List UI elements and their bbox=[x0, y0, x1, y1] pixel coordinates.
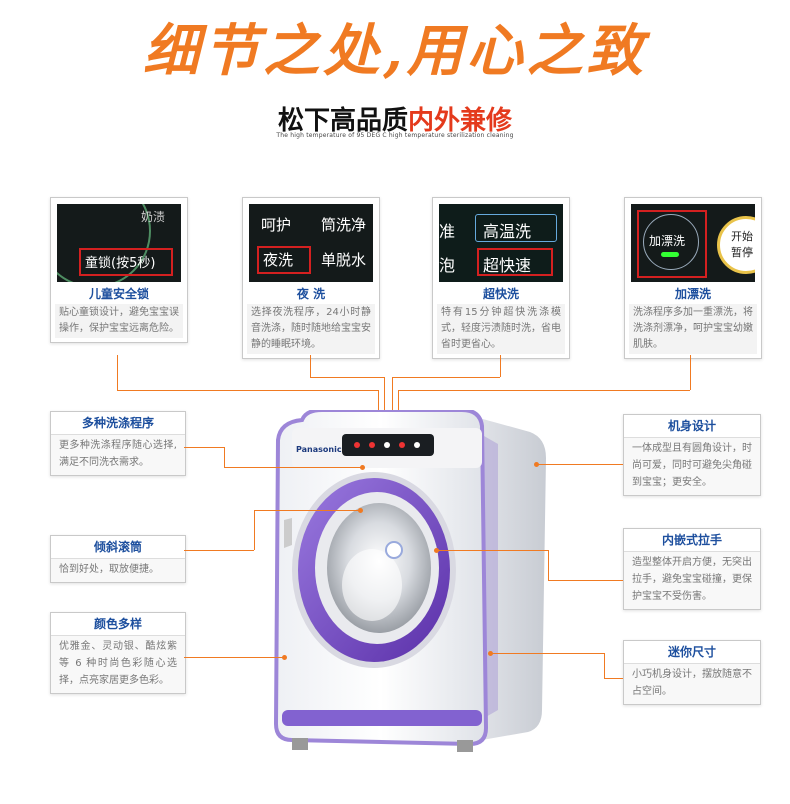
feature-card-extra-rinse: 加漂洗 开始 暂停 加漂洗 洗涤程序多加一重漂洗，将洗涤剂漂净，呵护宝宝幼嫩肌肤… bbox=[624, 197, 762, 359]
label-desc: 恰到好处，取放便捷。 bbox=[51, 559, 185, 582]
thumb-text: 暂停 bbox=[731, 246, 753, 259]
label-desc: 造型整体开启方便，无突出拉手，避免宝宝碰撞，更保护宝宝不受伤害。 bbox=[624, 552, 760, 609]
label-embedded-handle: 内嵌式拉手 造型整体开启方便，无突出拉手，避免宝宝碰撞，更保护宝宝不受伤害。 bbox=[623, 528, 761, 610]
label-colors: 颜色多样 优雅金、灵动银、酷炫紫等 6 种时尚色彩随心选择，点亮家居更多色彩。 bbox=[50, 612, 186, 694]
thumb-text: 筒洗净 bbox=[321, 216, 367, 234]
thumb-text: 童锁(按5秒) bbox=[85, 256, 156, 271]
thumb-text: 单脱水 bbox=[321, 251, 367, 269]
label-desc: 优雅金、灵动银、酷炫紫等 6 种时尚色彩随心选择，点亮家居更多色彩。 bbox=[51, 636, 185, 693]
washing-machine-image: Panasonic bbox=[273, 410, 546, 752]
label-title: 倾斜滚筒 bbox=[51, 536, 185, 559]
thumb-text: 呵护 bbox=[261, 216, 292, 234]
quick-wash-photo: 准 高温洗 泡 超快速 bbox=[439, 204, 563, 282]
thumb-text: 奶渍 bbox=[141, 210, 166, 224]
card-desc: 洗涤程序多加一重漂洗，将洗涤剂漂净，呵护宝宝幼嫩肌肤。 bbox=[629, 304, 757, 354]
label-desc: 更多种洗涤程序随心选择,满足不同洗衣需求。 bbox=[51, 435, 185, 475]
brand-logo: Panasonic bbox=[296, 445, 342, 454]
label-mini-size: 迷你尺寸 小巧机身设计，摆放随意不占空间。 bbox=[623, 640, 761, 705]
extra-rinse-photo: 加漂洗 开始 暂停 bbox=[631, 204, 755, 282]
headline: 细节之处,用心之致 bbox=[143, 18, 647, 84]
night-wash-photo: 呵护 筒洗净 夜洗 单脱水 bbox=[249, 204, 373, 282]
thumb-text: 加漂洗 bbox=[649, 234, 686, 248]
card-title: 加漂洗 bbox=[674, 287, 711, 301]
subtitle: 松下高品质内外兼修 bbox=[0, 100, 790, 137]
thumb-text: 泡 bbox=[439, 256, 456, 275]
card-title: 超快洗 bbox=[482, 287, 519, 301]
card-desc: 贴心童锁设计，避免宝宝误操作，保护宝宝远离危险。 bbox=[55, 304, 183, 338]
thumb-text: 超快速 bbox=[483, 256, 532, 275]
tagline: The high temperature of 95 DEG C high te… bbox=[276, 132, 514, 139]
label-tilted-drum: 倾斜滚筒 恰到好处，取放便捷。 bbox=[50, 535, 186, 583]
label-title: 颜色多样 bbox=[51, 613, 185, 636]
card-desc: 选择夜洗程序，24小时静音洗涤，随时随地给宝宝安静的睡眠环境。 bbox=[247, 304, 375, 354]
card-title: 夜 洗 bbox=[296, 287, 326, 301]
thumb-text: 准 bbox=[439, 222, 456, 241]
label-title: 迷你尺寸 bbox=[624, 641, 760, 664]
subtitle-highlight: 内外兼修 bbox=[408, 106, 513, 136]
label-title: 机身设计 bbox=[624, 415, 760, 438]
thumb-text: 高温洗 bbox=[483, 222, 532, 241]
feature-card-child-lock: 奶渍 童锁(按5秒) 儿童安全锁 贴心童锁设计，避免宝宝误操作，保护宝宝远离危险… bbox=[50, 197, 188, 343]
feature-card-quick-wash: 准 高温洗 泡 超快速 超快洗 特有15分钟超快洗涤模式，轻度污渍随时洗，省电省… bbox=[432, 197, 570, 359]
thumb-text: 夜洗 bbox=[263, 251, 294, 269]
subtitle-main: 松下高品质 bbox=[277, 106, 408, 136]
card-desc: 特有15分钟超快洗涤模式，轻度污渍随时洗，省电省时更省心。 bbox=[437, 304, 565, 354]
card-title: 儿童安全锁 bbox=[88, 287, 149, 301]
thumb-text: 开始 bbox=[731, 230, 753, 243]
label-title: 多种洗涤程序 bbox=[51, 412, 185, 435]
label-body-design: 机身设计 一体成型且有圆角设计，时尚可爱，同时可避免尖角碰到宝宝；更安全。 bbox=[623, 414, 761, 496]
label-desc: 一体成型且有圆角设计，时尚可爱，同时可避免尖角碰到宝宝；更安全。 bbox=[624, 438, 760, 495]
child-lock-photo: 奶渍 童锁(按5秒) bbox=[57, 204, 181, 282]
label-wash-programs: 多种洗涤程序 更多种洗涤程序随心选择,满足不同洗衣需求。 bbox=[50, 411, 186, 476]
label-title: 内嵌式拉手 bbox=[624, 529, 760, 552]
label-desc: 小巧机身设计，摆放随意不占空间。 bbox=[624, 664, 760, 704]
feature-card-night-wash: 呵护 筒洗净 夜洗 单脱水 夜 洗 选择夜洗程序，24小时静音洗涤，随时随地给宝… bbox=[242, 197, 380, 359]
